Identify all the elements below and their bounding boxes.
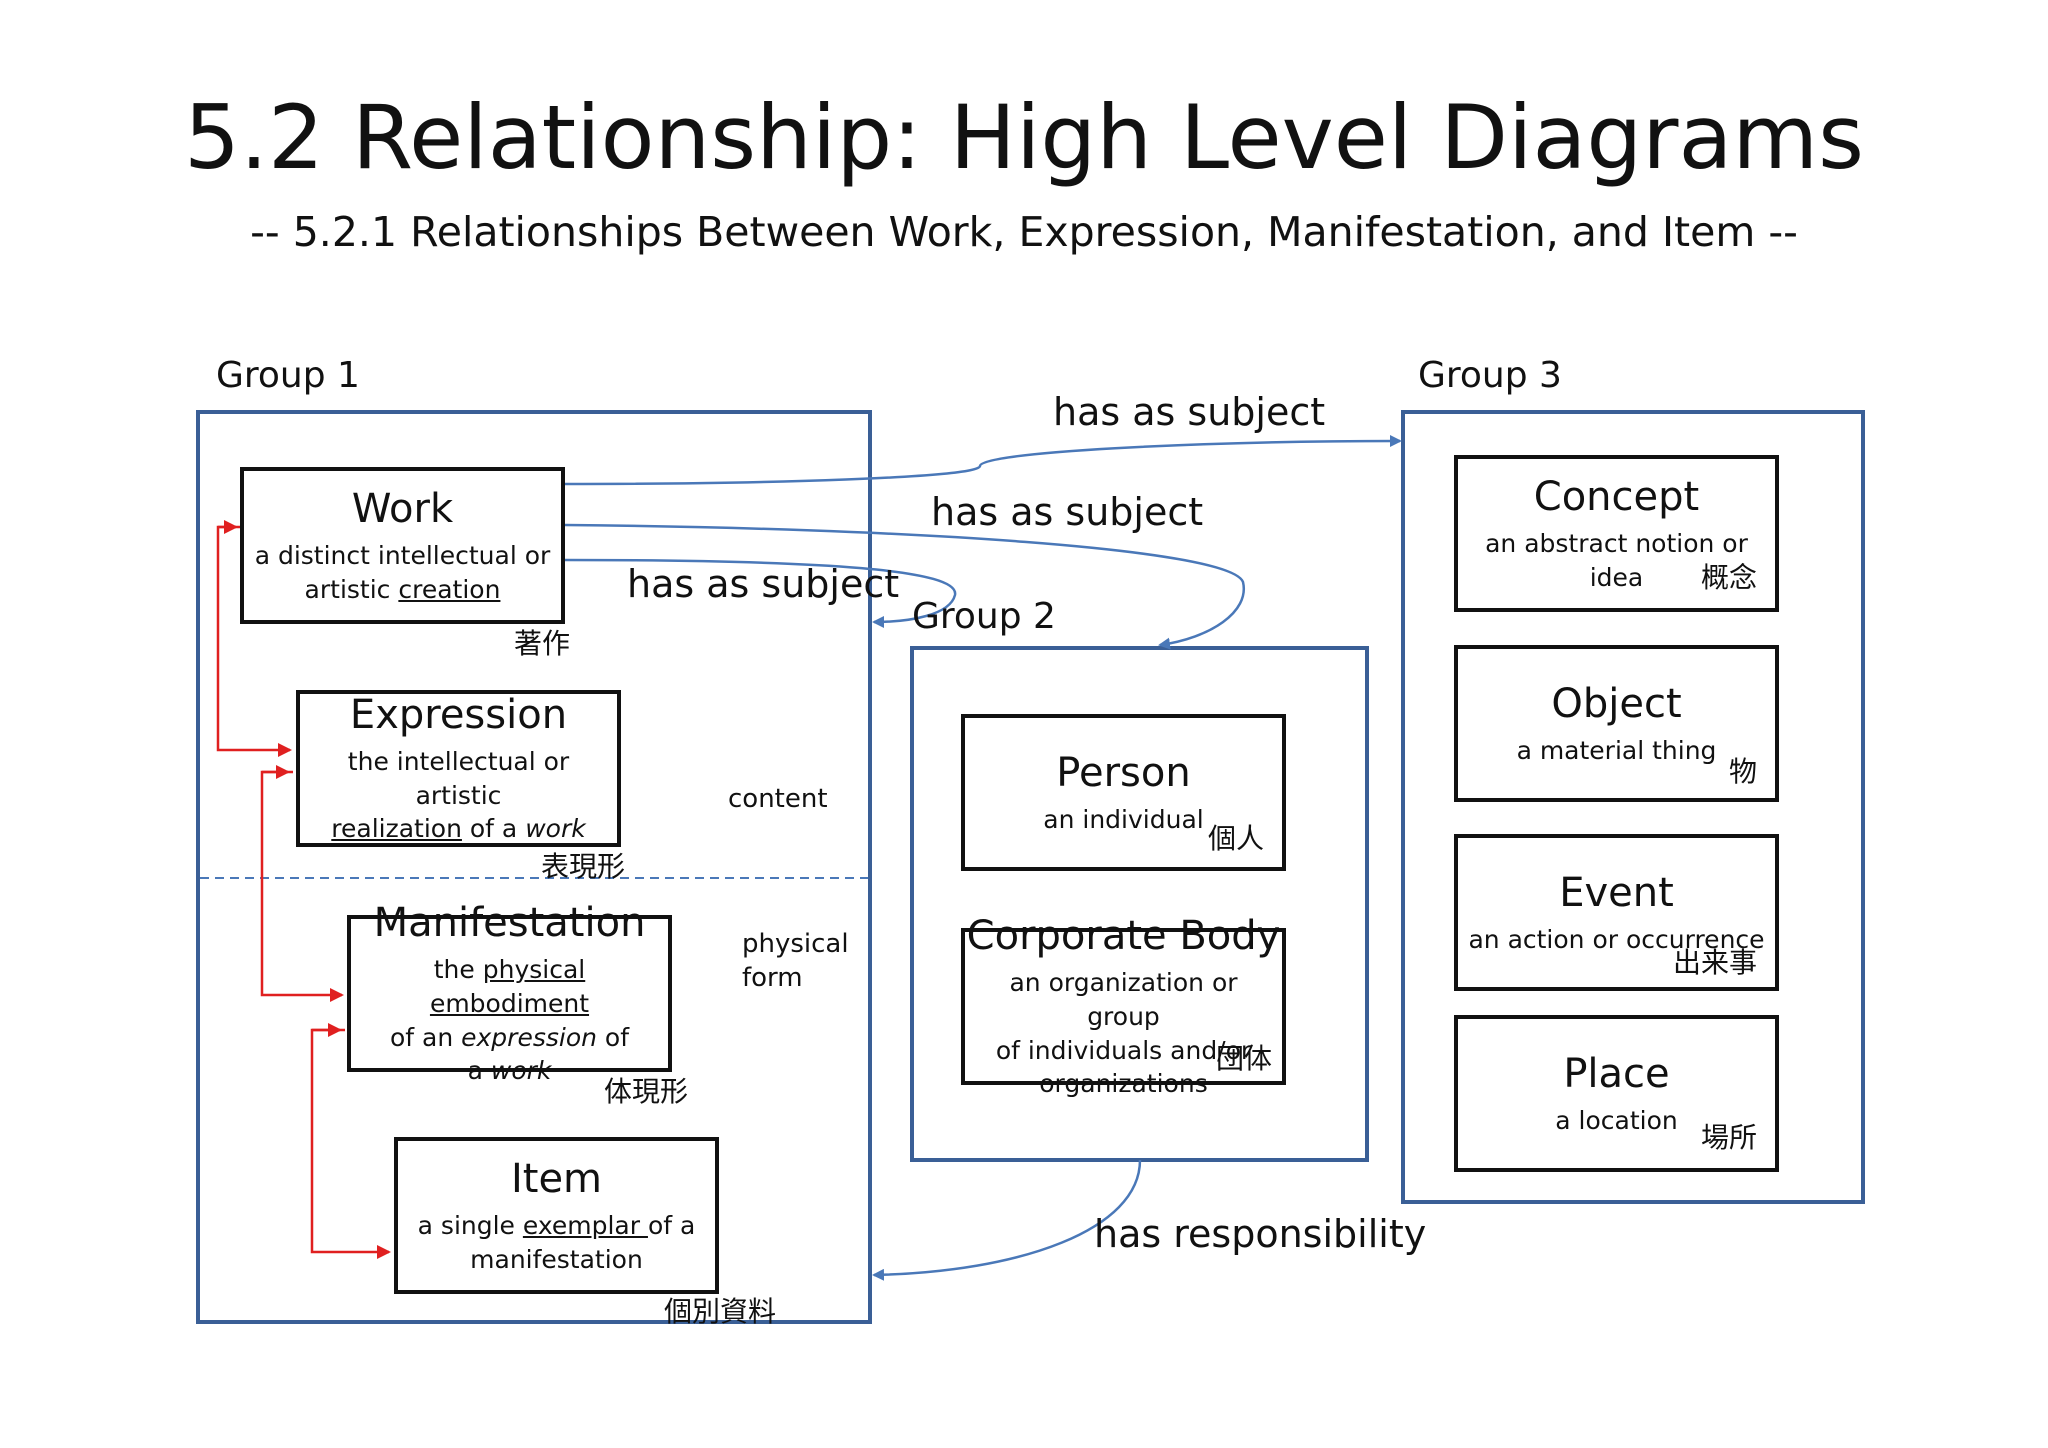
- event-kanji: 出来事: [1672, 946, 1757, 979]
- expression-def-italic: work: [525, 814, 586, 844]
- person-kanji: 個人: [1207, 822, 1264, 855]
- manifestation-def-text2: of an: [389, 1022, 462, 1052]
- concept-definition: an abstract notion or idea: [1475, 527, 1758, 595]
- work-def-text: artistic: [304, 574, 399, 604]
- corporate-body-name: Corporate Body: [966, 913, 1281, 959]
- manifestation-definition: the physical embodiment of an expression…: [351, 953, 668, 1088]
- item-kanji: 個別資料: [664, 1295, 777, 1328]
- entity-event: Event an action or occurrence 出来事: [1454, 834, 1779, 991]
- zone-physical-line: physical: [742, 929, 849, 959]
- manifestation-def-underlined: physical embodiment: [429, 955, 590, 1018]
- item-def-text1: a single: [417, 1210, 523, 1240]
- manifestation-def-text3: of: [596, 1022, 630, 1052]
- entity-concept: Concept an abstract notion or idea 概念: [1454, 455, 1779, 612]
- item-def-text2: of a: [647, 1210, 696, 1240]
- group1-label: Group 1: [216, 355, 360, 396]
- entity-expression: Expression the intellectual or artistic …: [296, 690, 621, 847]
- entity-place: Place a location 場所: [1454, 1015, 1779, 1172]
- relation-responsibility: has responsibility: [1094, 1212, 1427, 1256]
- work-name: Work: [351, 485, 454, 532]
- place-kanji: 場所: [1700, 1121, 1757, 1154]
- corporate-body-def-line3: organizations: [1039, 1069, 1208, 1099]
- item-name: Item: [510, 1155, 603, 1202]
- group2-label: Group 2: [912, 596, 1056, 637]
- entity-corporate-body: Corporate Body an organization or group …: [961, 913, 1286, 1098]
- group3-box: [1401, 410, 1865, 1204]
- relation-subject-group1: has as subject: [627, 562, 900, 606]
- corporate-body-def-line2: of individuals and/or: [995, 1035, 1252, 1065]
- work-to-group3-arrow: [564, 435, 1402, 486]
- work-to-group1-arrow: [564, 558, 957, 628]
- work-definition: a distinct intellectual or artistic crea…: [245, 539, 561, 607]
- expression-definition: the intellectual or artistic realization…: [300, 745, 617, 846]
- manifestation-def-line1: the physical embodiment: [361, 953, 658, 1021]
- work-def-line2: artistic creation: [255, 573, 551, 607]
- corporate-body-kanji: 団体: [1215, 1042, 1272, 1075]
- manifestation-def-line3: a work: [361, 1054, 658, 1088]
- work-to-group2-arrow: [564, 523, 1246, 650]
- concept-def-line2: idea: [1589, 562, 1644, 592]
- expression-def-underlined: realization: [331, 814, 462, 844]
- expression-def-line1: the intellectual or artistic: [347, 746, 570, 810]
- manifestation-def-italic2: work: [490, 1056, 552, 1086]
- item-definition: a single exemplar of a manifestation: [408, 1209, 706, 1277]
- page-subtitle: -- 5.2.1 Relationships Between Work, Exp…: [250, 208, 1798, 256]
- manifestation-def-italic1: expression: [461, 1022, 597, 1052]
- expression-name: Expression: [349, 691, 568, 738]
- corporate-body-def-line1: an organization or group: [1009, 968, 1238, 1031]
- event-name: Event: [1559, 869, 1674, 916]
- zone-content-label: content: [728, 784, 828, 814]
- entity-object: Object a material thing 物: [1454, 645, 1779, 802]
- zone-form-line: form: [742, 962, 803, 993]
- concept-def-line1: an abstract notion or: [1485, 528, 1748, 558]
- item-def-underlined: exemplar: [522, 1210, 648, 1240]
- group3-label: Group 3: [1418, 355, 1562, 396]
- group1-box: [196, 410, 872, 1324]
- expression-kanji: 表現形: [541, 850, 626, 883]
- event-definition: an action or occurrence: [1468, 924, 1765, 954]
- work-kanji: 著作: [514, 627, 571, 660]
- place-definition: a location: [1555, 1105, 1678, 1135]
- object-kanji: 物: [1728, 755, 1757, 788]
- zone-physical-form-label: physical form: [742, 928, 849, 996]
- relation-subject-group3: has as subject: [1053, 390, 1326, 434]
- entity-person: Person an individual 個人: [961, 714, 1286, 871]
- manifestation-def-text1: the: [433, 955, 483, 984]
- concept-name: Concept: [1533, 473, 1700, 520]
- entity-manifestation: Manifestation the physical embodiment of…: [347, 900, 672, 1085]
- manifestation-kanji: 体現形: [604, 1075, 689, 1108]
- item-def-line2: manifestation: [470, 1244, 643, 1274]
- page-title: 5.2 Relationship: High Level Diagrams: [184, 86, 1864, 189]
- entity-work: Work a distinct intellectual or artistic…: [240, 467, 565, 624]
- corporate-body-definition: an organization or group of individuals …: [965, 966, 1282, 1101]
- person-definition: an individual: [1043, 804, 1204, 834]
- manifestation-name: Manifestation: [373, 900, 646, 946]
- manifestation-def-line2: of an expression of: [361, 1021, 658, 1055]
- work-def-underlined: creation: [398, 574, 501, 604]
- object-name: Object: [1551, 680, 1682, 727]
- manifestation-def-text4: a: [467, 1056, 491, 1086]
- person-name: Person: [1056, 749, 1191, 796]
- relation-subject-group2: has as subject: [931, 490, 1204, 534]
- place-name: Place: [1563, 1050, 1670, 1097]
- item-def-line1: a single exemplar of a: [418, 1209, 696, 1243]
- expression-def-line2: realization of a work: [310, 812, 607, 846]
- entity-item: Item a single exemplar of a manifestatio…: [394, 1137, 719, 1294]
- group2-to-group1-arrow: [872, 1159, 1142, 1281]
- work-def-line1: a distinct intellectual or: [254, 540, 551, 570]
- expression-def-text: of a: [461, 814, 526, 844]
- concept-kanji: 概念: [1700, 561, 1757, 594]
- object-definition: a material thing: [1516, 735, 1717, 765]
